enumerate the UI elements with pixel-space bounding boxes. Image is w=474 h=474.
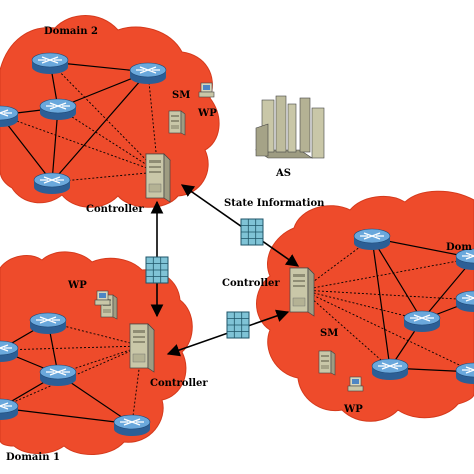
domain-1-label: Domain 1 [6,452,60,463]
arrow-d2-d3 [180,184,300,267]
as-label: AS [275,168,291,179]
state-information-icon-d1-d3 [226,311,250,339]
controller-label-d2: Controller [86,204,144,215]
controller-label-d1: Controller [150,378,208,389]
router-icon [33,172,71,195]
sm-label-d2: SM [172,90,190,101]
router-icon [31,52,69,75]
router-icon [371,358,409,381]
domain-2-label: Domain 2 [44,26,98,37]
router-icon [353,228,391,251]
controller-server-icon-d3 [289,267,315,317]
wp-label-d2: WP [197,108,217,119]
server-icon-sm-d2 [168,110,186,136]
server-icon-sm-d3 [318,350,336,376]
controller-label-d3: Controller [222,278,280,289]
workstation-icon-wp-d3 [347,376,364,392]
wp-label-d3: WP [343,404,363,415]
workstation-icon-wp-d2 [198,82,215,98]
controller-server-icon-d1 [129,323,155,373]
router-icon [129,62,167,85]
router-icon [403,310,441,333]
sm-label-d3: SM [320,328,338,339]
domain-3-label: Dom [446,242,472,253]
state-information-icon-d2-d3 [240,218,264,246]
router-icon [29,312,67,335]
router-icon [39,364,77,387]
router-icon [39,98,77,121]
as-cluster-icon [255,95,325,159]
wp-label-d1: WP [67,280,87,291]
state-information-icon-d2-d1 [145,256,169,284]
router-icon [113,414,151,437]
state-information-label: State Information [224,198,325,209]
controller-server-icon-d2 [145,153,171,203]
workstation-icon-wp-d1 [94,290,111,306]
